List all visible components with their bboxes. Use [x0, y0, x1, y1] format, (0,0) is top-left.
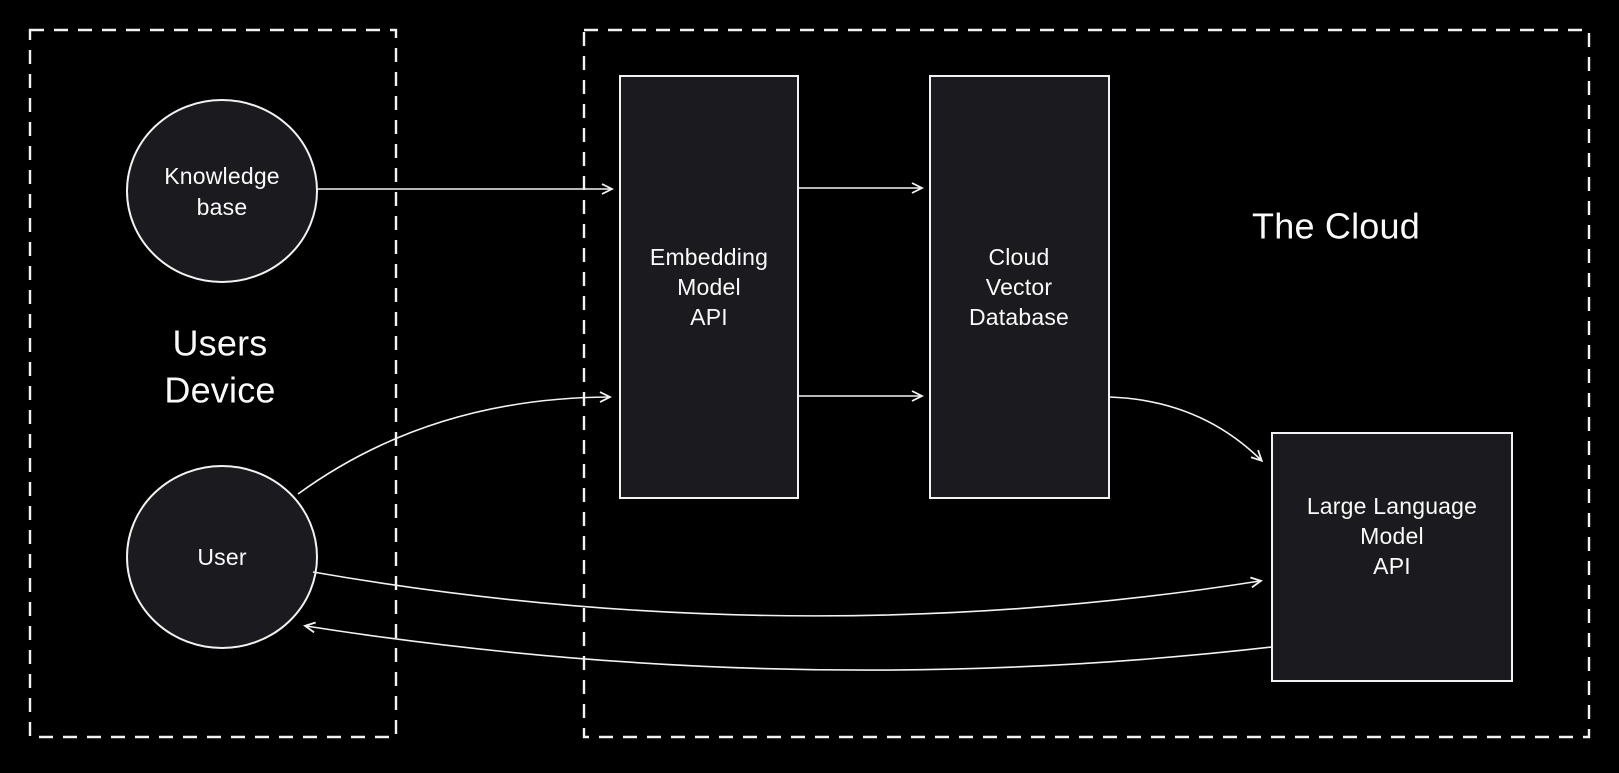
large-language-model-api-label-line1: Large Language	[1307, 493, 1477, 519]
large-language-model-api-label-line2: Model	[1360, 523, 1424, 549]
edge-llm-to-user	[306, 626, 1273, 671]
embedding-model-api-label-line2: Model	[677, 274, 741, 300]
cloud-group-label: The Cloud	[1252, 206, 1420, 247]
large-language-model-api-node	[1271, 432, 1513, 682]
users-device-group-label-line2: Device	[164, 370, 275, 411]
cloud-vector-database-label-line1: Cloud	[988, 244, 1049, 270]
embedding-model-api-node	[619, 75, 799, 499]
knowledge-base-node	[126, 99, 318, 283]
cloud-group-box	[582, 28, 1591, 739]
knowledge-base-label-line2: base	[197, 194, 248, 220]
large-language-model-api-label-line3: API	[1373, 553, 1411, 579]
edge-user-to-embedding	[297, 397, 609, 495]
edge-user-to-llm	[312, 571, 1260, 617]
cloud-vector-database-label-line3: Database	[969, 304, 1069, 330]
users-device-group-box	[28, 28, 398, 739]
user-node	[126, 465, 318, 649]
embedding-model-api-label-line1: Embedding	[650, 244, 768, 270]
knowledge-base-label-line1: Knowledge	[164, 163, 280, 189]
users-device-group-label-line1: Users	[172, 323, 267, 364]
cloud-vector-database-label-line2: Vector	[986, 274, 1053, 300]
edge-vector-db-to-llm	[1108, 396, 1261, 460]
embedding-model-api-label-line3: API	[690, 304, 728, 330]
user-label: User	[197, 544, 247, 570]
cloud-vector-database-node	[929, 75, 1110, 499]
